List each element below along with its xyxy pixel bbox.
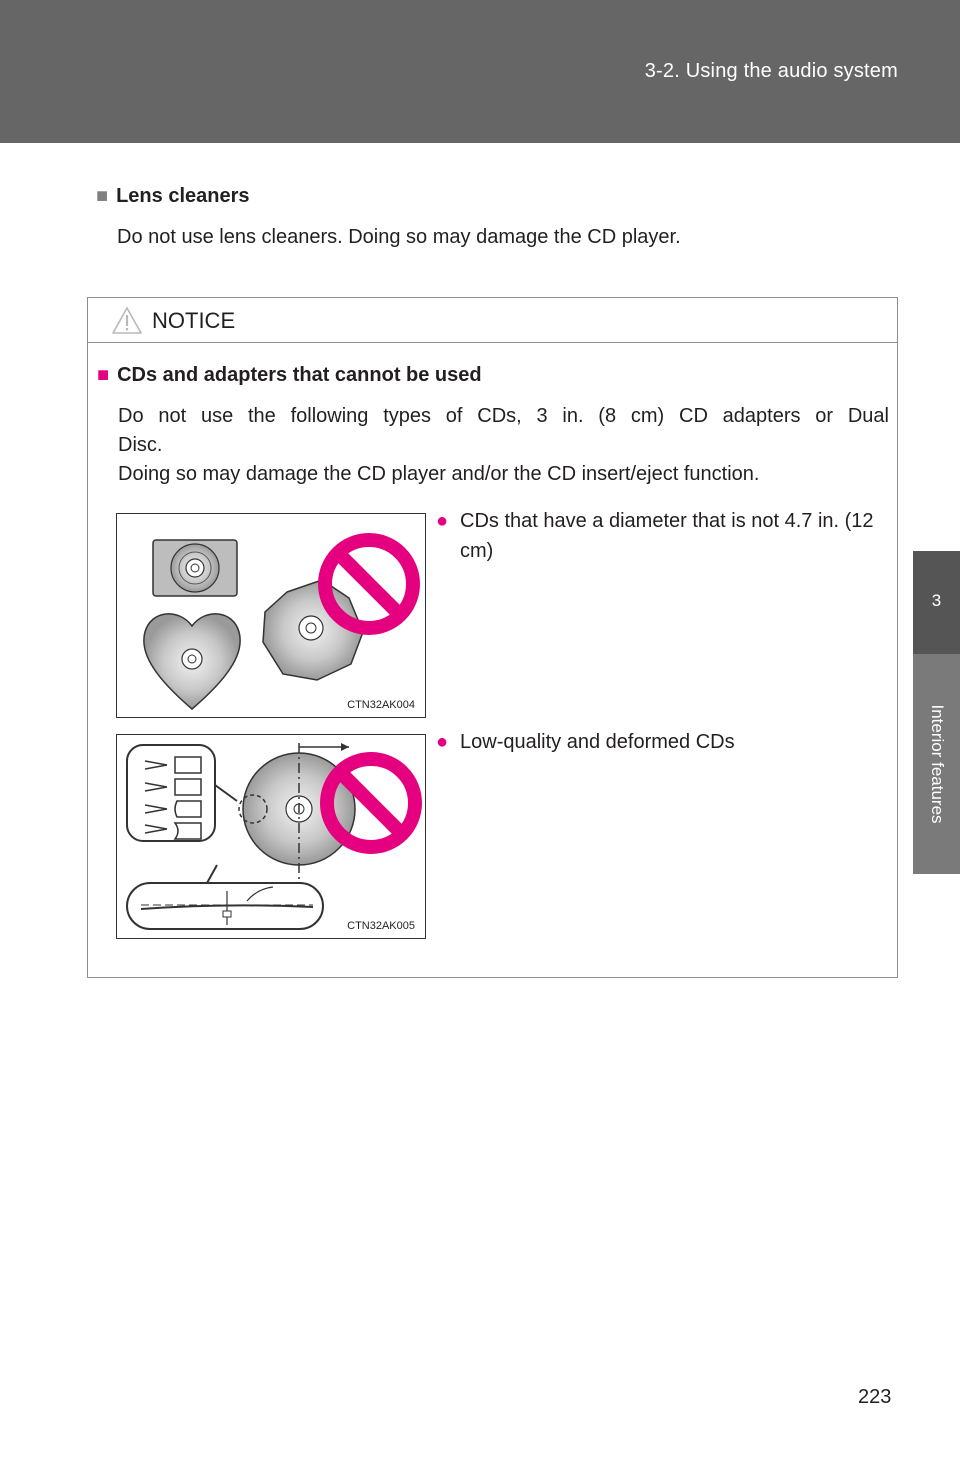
figure-caption-item: ● Low-quality and deformed CDs [436, 727, 891, 757]
figure-caption: CDs that have a diameter that is not 4.7… [460, 510, 874, 562]
cross-section-callout [126, 864, 324, 930]
cds-heading: ■ CDs and adapters that cannot be used [97, 364, 482, 387]
warning-triangle-icon [112, 307, 142, 334]
figure-caption-item: ● CDs that have a diameter that is not 4… [436, 506, 891, 566]
page-header: 3-2. Using the audio system [0, 0, 960, 143]
chapter-tab: 3 [913, 551, 960, 654]
figure-caption: Low-quality and deformed CDs [460, 731, 735, 753]
round-bullet-icon: ● [436, 510, 449, 532]
lens-cleaners-title: Lens cleaners [116, 185, 250, 207]
chapter-title: Interior features [928, 704, 947, 824]
cds-body: Do not use the following types of CDs, 3… [118, 402, 889, 489]
heart-cd-icon [143, 613, 241, 710]
chapter-title-tab: Interior features [913, 654, 960, 874]
cds-body-line: Doing so may damage the CD player and/or… [118, 463, 760, 485]
figure-odd-shaped-cds: CTN32AK004 [116, 513, 426, 718]
odd-shaped-cds-illustration [143, 533, 420, 710]
section-title: 3-2. Using the audio system [644, 60, 898, 82]
chapter-number: 3 [931, 591, 942, 610]
square-bullet-icon: ■ [96, 185, 109, 207]
cds-body-line: Do not use the following types of CDs, 3… [118, 405, 889, 427]
figure-code: CTN32AK005 [347, 920, 415, 932]
edge-profile-callout [126, 744, 238, 842]
deformed-cds-illustration [126, 743, 422, 930]
lens-cleaners-body: Do not use lens cleaners. Doing so may d… [117, 226, 681, 248]
page-number: 223 [858, 1386, 892, 1408]
round-bullet-icon: ● [436, 731, 449, 753]
prohibition-icon [320, 752, 422, 854]
square-cd-icon [152, 539, 238, 597]
lens-cleaners-heading: ■ Lens cleaners [96, 185, 250, 208]
prohibition-icon [318, 533, 420, 635]
notice-label: NOTICE [152, 308, 236, 333]
cds-body-line: Disc. [118, 434, 163, 456]
figure-code: CTN32AK004 [347, 699, 415, 711]
notice-header: NOTICE [88, 298, 897, 343]
cds-heading-text: CDs and adapters that cannot be used [117, 364, 482, 386]
square-bullet-icon: ■ [97, 364, 110, 386]
notice-box: NOTICE ■ CDs and adapters that cannot be … [87, 297, 898, 978]
figure-deformed-cds: CTN32AK005 [116, 734, 426, 939]
